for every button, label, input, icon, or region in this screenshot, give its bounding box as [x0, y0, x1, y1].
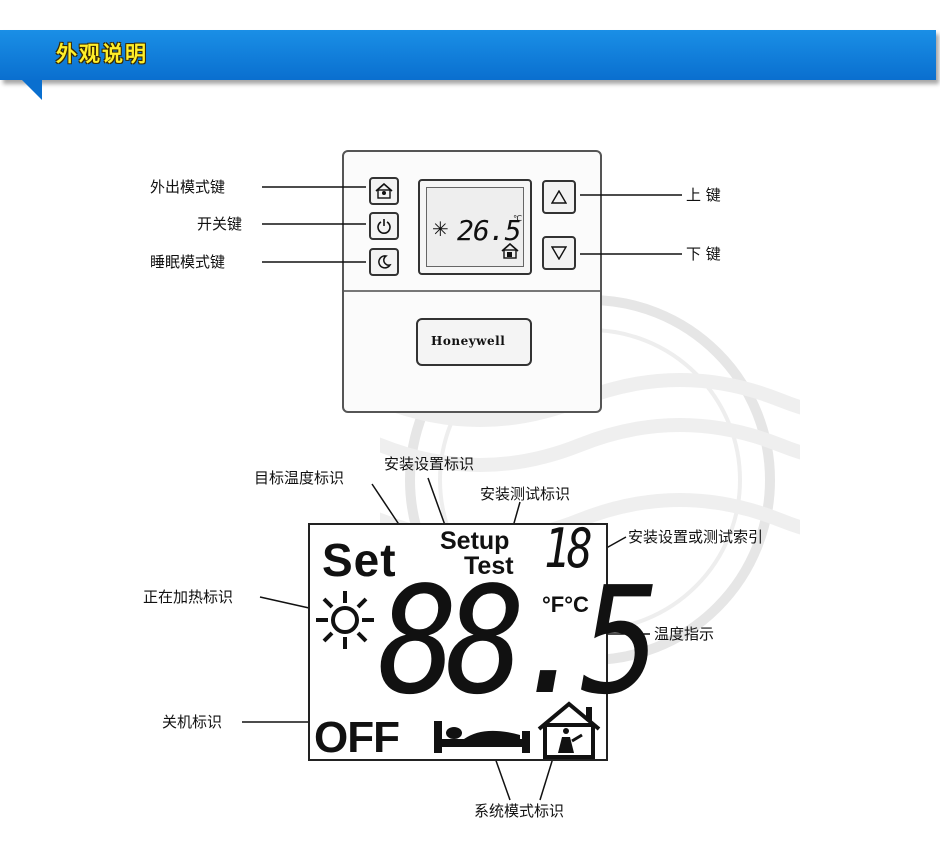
moon-icon [378, 255, 392, 269]
mini-sun-icon: ✳ [432, 217, 449, 241]
thermostat-device: ✳ 26.5 ℃ Honeywell [342, 150, 602, 413]
lcd-unit-text: °F°C [542, 592, 589, 617]
label-sleep-key: 睡眠模式键 [150, 253, 226, 271]
house-icon [375, 183, 393, 199]
device-divider [344, 290, 600, 292]
logo-text: Honeywell [431, 334, 506, 348]
lcd-temperature: 88.5 [378, 555, 661, 727]
away-mode-button[interactable] [369, 177, 399, 205]
mini-house-icon [501, 243, 519, 259]
mini-temp-readout: 26.5 [457, 214, 521, 247]
label-setup-mark: 安装设置标识 [384, 455, 475, 473]
bed-icon [434, 721, 530, 753]
down-triangle-icon [551, 246, 567, 260]
label-temp-indicator: 温度指示 [654, 625, 715, 643]
lcd-index-digits: 18 [544, 517, 593, 580]
header-banner: 外观说明 [0, 30, 936, 80]
label-heating-mark: 正在加热标识 [143, 588, 234, 606]
lcd-off-text: OFF [314, 713, 400, 762]
sleep-mode-button[interactable] [369, 248, 399, 276]
label-away-key: 外出模式键 [150, 178, 226, 196]
label-target-temp: 目标温度标识 [254, 469, 345, 487]
label-power-key: 开关键 [197, 215, 243, 233]
page-title: 外观说明 [56, 42, 148, 66]
banner-tab-decoration [22, 80, 42, 100]
label-down-key: 下 键 [686, 245, 721, 263]
mini-unit: ℃ [513, 214, 522, 223]
power-icon [377, 219, 391, 234]
label-test-mark: 安装测试标识 [480, 485, 571, 503]
lcd-test-text: Test [464, 552, 514, 580]
lcd-display: Set Setup Test 18 °F°C 88.5 OFF [308, 517, 661, 762]
device-screen-lcd: ✳ 26.5 ℃ [426, 187, 524, 267]
heating-sun-icon [316, 591, 374, 649]
device-screen: ✳ 26.5 ℃ [418, 179, 532, 275]
lcd-setup-text: Setup [440, 527, 510, 555]
label-index-mark: 安装设置或测试索引 [628, 528, 764, 546]
label-up-key: 上 键 [686, 186, 721, 204]
lcd-set-text: Set [322, 534, 397, 586]
honeywell-logo: Honeywell [416, 318, 532, 366]
label-off-mark: 关机标识 [162, 713, 223, 731]
up-button[interactable] [542, 180, 576, 214]
away-house-icon [537, 701, 601, 759]
up-triangle-icon [551, 190, 567, 204]
down-button[interactable] [542, 236, 576, 270]
power-button[interactable] [369, 212, 399, 240]
label-system-mode: 系统模式标识 [474, 802, 565, 820]
